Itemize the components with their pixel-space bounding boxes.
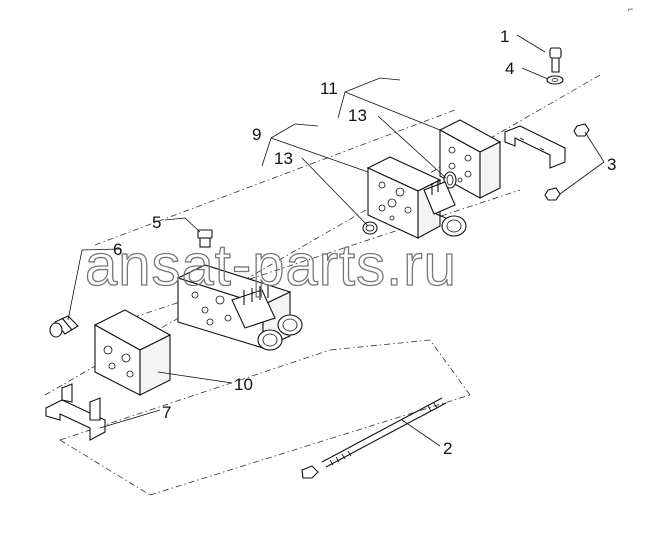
o-ring-part-13-upper: [443, 171, 457, 189]
callout-labels: 1 4 11 13 9 13 3 5 6 10 7 2: [113, 27, 616, 458]
callout-5: 5: [152, 213, 161, 232]
callout-10: 10: [234, 375, 253, 394]
bolt-part-1: [549, 47, 562, 73]
callout-7: 7: [162, 403, 171, 422]
valve-body-main: [176, 264, 303, 351]
callout-6: 6: [113, 240, 122, 259]
washer-part-4: [546, 75, 564, 85]
fitting-part-6: [49, 315, 79, 338]
nut-part-3-lower: [544, 187, 561, 201]
callout-2: 2: [443, 439, 452, 458]
valve-section-part-9: [366, 156, 467, 239]
bracket-part-7: [45, 383, 106, 441]
tie-rod-part-2: [301, 397, 447, 479]
callout-9: 9: [252, 125, 261, 144]
callout-3: 3: [607, 155, 616, 174]
callout-1: 1: [500, 27, 509, 46]
callout-13-lower: 13: [274, 149, 293, 168]
plug-part-5: [197, 229, 213, 248]
callout-11: 11: [320, 79, 338, 98]
end-plate-part-10: [93, 309, 172, 396]
leader-lines: [67, 34, 605, 447]
corner-mark: ⌐: [628, 4, 633, 14]
bracket-upper: [504, 125, 566, 169]
callout-4: 4: [505, 59, 514, 78]
end-plate-part-11: [438, 119, 502, 199]
callout-13-upper: 13: [348, 106, 367, 125]
watermark-text: ansat-parts.ru: [85, 233, 457, 298]
